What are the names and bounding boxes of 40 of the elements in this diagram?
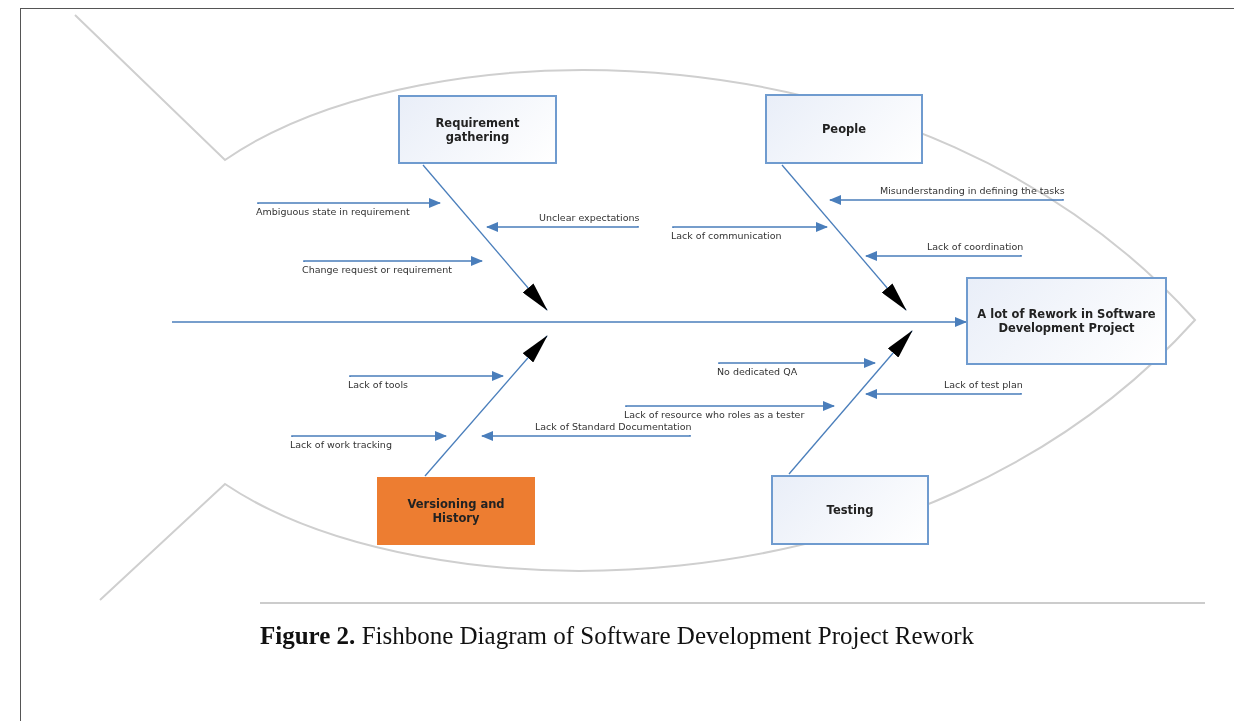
arrow bbox=[422, 164, 548, 311]
cause-label: Lack of resource who roles as a tester bbox=[624, 407, 805, 421]
category-box bbox=[377, 477, 535, 545]
cause-label: Lack of tools bbox=[348, 377, 408, 391]
arrow bbox=[672, 222, 828, 232]
arrow bbox=[625, 401, 835, 411]
cause-label: Lack of coordination bbox=[927, 241, 1024, 255]
category-box bbox=[771, 475, 929, 545]
arrow bbox=[481, 431, 691, 441]
effect-box bbox=[966, 277, 1167, 365]
cause-label: Change request or requirement bbox=[302, 262, 452, 276]
box-label: People bbox=[821, 122, 867, 136]
box-label: Requirement gathering bbox=[434, 115, 521, 144]
category-box bbox=[765, 94, 923, 164]
arrow bbox=[303, 256, 483, 266]
arrow bbox=[291, 431, 447, 441]
arrow bbox=[829, 195, 1064, 205]
cause-label: Misunderstanding in defining the tasks bbox=[880, 185, 1065, 199]
arrow bbox=[424, 335, 548, 477]
cause-label: Ambiguous state in requirement bbox=[256, 204, 410, 218]
box-label: Testing bbox=[826, 503, 874, 517]
arrow bbox=[718, 358, 876, 368]
arrow bbox=[865, 251, 1022, 261]
arrow bbox=[257, 198, 441, 208]
cause-label: Lack of test plan bbox=[944, 379, 1023, 393]
arrow bbox=[171, 317, 967, 327]
cause-label: Lack of work tracking bbox=[290, 437, 392, 451]
cause-label: No dedicated QA bbox=[717, 364, 798, 378]
arrow bbox=[781, 164, 907, 311]
arrow bbox=[865, 389, 1022, 399]
cause-label: Lack of communication bbox=[671, 228, 782, 242]
cause-label: Unclear expectations bbox=[539, 212, 640, 226]
box-label: A lot of Rework in Software Development Project bbox=[976, 307, 1157, 335]
figure-caption: Figure 2. Fishbone Diagram of Software Development Project Rework bbox=[259, 622, 975, 650]
arrow bbox=[349, 371, 504, 381]
category-box bbox=[398, 95, 557, 164]
cause-label: Lack of Standard Documentation bbox=[535, 421, 692, 435]
box-label: Versioning and History bbox=[406, 497, 506, 525]
arrow bbox=[486, 222, 639, 232]
arrow bbox=[788, 330, 913, 475]
